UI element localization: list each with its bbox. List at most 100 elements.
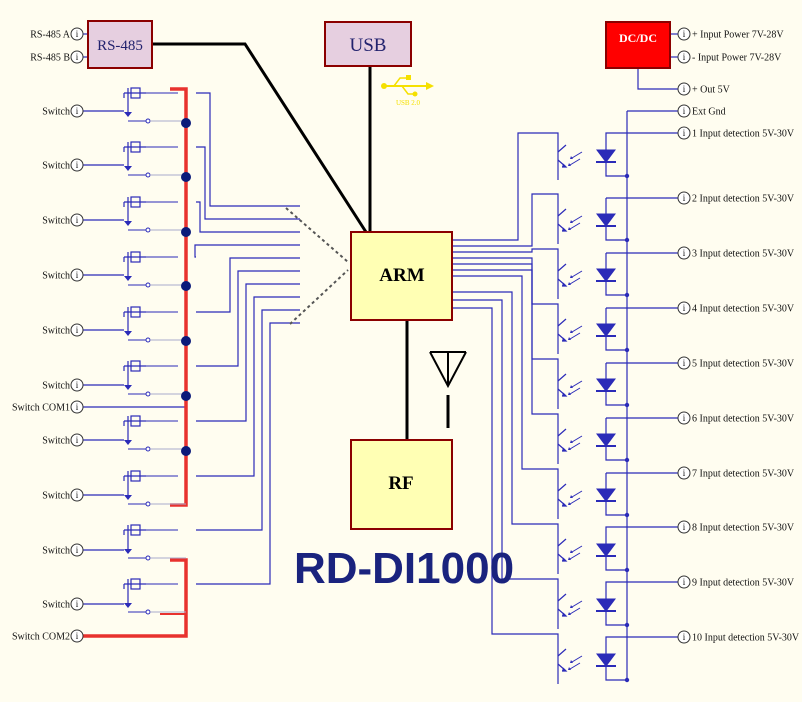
common-bus-com1 — [170, 87, 188, 507]
pin-marker: i — [70, 543, 84, 557]
antenna-icon — [429, 351, 467, 389]
light-rays — [569, 490, 583, 505]
light-ray-heads — [568, 660, 573, 670]
out-5v-label: + Out 5V — [692, 85, 731, 96]
relay-contact-arrow — [124, 385, 132, 390]
pin-marker-circle — [70, 323, 84, 337]
dcdc-box — [605, 21, 671, 69]
relay-contact-node — [145, 337, 151, 343]
diode-leads — [605, 134, 627, 177]
input-power-pos-label: + Input Power 7V-28V — [692, 30, 784, 41]
relay-switch-7 — [123, 415, 186, 452]
optocoupler-3 — [557, 253, 630, 298]
pin-marker-text: i — [683, 303, 686, 313]
switch-label-5: Switch — [42, 326, 70, 337]
light-rays — [569, 325, 583, 340]
pin-marker: i — [677, 356, 691, 370]
common-bus-com2 — [83, 558, 188, 638]
switch-signal-wire-5 — [196, 257, 300, 313]
pin-marker: i — [677, 411, 691, 425]
arm-label: ARM — [379, 265, 424, 286]
phototransistor-arrow — [562, 392, 568, 397]
relay-switch-5 — [123, 306, 186, 343]
dcdc-label: DC/DC — [619, 31, 657, 45]
optocoupler-9 — [557, 583, 630, 628]
com1-junction-7 — [181, 446, 191, 456]
rs485-b-label: RS-485 B — [30, 53, 70, 64]
switch-label-9: Switch — [42, 546, 70, 557]
pin-marker-text: i — [76, 545, 79, 555]
pin-marker: i — [677, 246, 691, 260]
switch-label-1: Switch — [42, 107, 70, 118]
pin-marker-circle — [70, 158, 84, 172]
pin-marker-text: i — [76, 215, 79, 225]
switch-label-6: Switch — [42, 381, 70, 392]
input-power-neg-label: - Input Power 7V-28V — [692, 53, 782, 64]
phototransistor-arrow — [562, 227, 568, 232]
switch-signal-wire-9 — [196, 309, 300, 531]
rs485-a-label: RS-485 A — [30, 30, 71, 41]
relay-contact-node — [145, 609, 151, 615]
light-ray-heads — [568, 156, 573, 166]
pin-marker: i — [677, 575, 691, 589]
light-rays — [569, 151, 583, 166]
switch-signal-wire-1 — [196, 92, 300, 207]
pin-marker: i — [677, 466, 691, 480]
rf-block: RF — [350, 439, 453, 530]
pin-marker-circle — [677, 630, 691, 644]
pin-marker: i — [70, 323, 84, 337]
pin-marker-circle — [70, 488, 84, 502]
rs485-block: RS-485 — [87, 20, 153, 69]
switch-com2-label: Switch COM2 — [12, 632, 70, 643]
gnd-junction — [624, 457, 630, 463]
diode-leads — [605, 363, 627, 406]
input-detection-label-5: 5 Input detection 5V-30V — [692, 359, 795, 370]
light-rays — [569, 600, 583, 615]
relay-switch-3 — [123, 196, 186, 233]
pin-marker-circle — [677, 411, 691, 425]
pin-marker-circle — [677, 466, 691, 480]
gnd-junction — [624, 173, 630, 179]
arm-box — [350, 231, 453, 321]
arm-to-opto-wire-1 — [452, 132, 559, 241]
relay-contact-node — [145, 227, 151, 233]
pin-marker-text: i — [683, 468, 686, 478]
pin-marker-circle — [677, 82, 691, 96]
light-rays — [569, 270, 583, 285]
com1-junction-1 — [181, 118, 191, 128]
pin-marker-circle — [677, 191, 691, 205]
pin-marker: i — [70, 378, 84, 392]
diode-leads — [605, 528, 627, 571]
pin-marker-text: i — [683, 128, 686, 138]
input-detection-label-3: 3 Input detection 5V-30V — [692, 249, 795, 260]
pin-marker: i — [70, 158, 84, 172]
pin-marker-circle — [677, 356, 691, 370]
relay-contact-node — [145, 501, 151, 507]
input-detection-label-1: 1 Input detection 5V-30V — [692, 129, 795, 140]
input-detection-label-9: 9 Input detection 5V-30V — [692, 578, 795, 589]
pin-marker-text: i — [683, 413, 686, 423]
phototransistor-arrow — [562, 612, 568, 617]
pin-marker-text: i — [76, 325, 79, 335]
phototransistor-arrow — [562, 557, 568, 562]
relay-contact-arrow — [124, 276, 132, 281]
light-ray-heads — [568, 220, 573, 230]
pin-marker-circle — [70, 27, 84, 41]
switch-label-4: Switch — [42, 271, 70, 282]
usb-block: USB — [324, 21, 412, 67]
pin-marker: i — [677, 191, 691, 205]
pin-marker-circle — [70, 597, 84, 611]
switch-signal-wire-2 — [196, 146, 300, 220]
gnd-junction — [624, 347, 630, 353]
com1-junction-5 — [181, 336, 191, 346]
pin-marker-circle — [677, 126, 691, 140]
switch-label-8: Switch — [42, 491, 70, 502]
diode-leads — [605, 198, 627, 241]
diode-leads — [605, 473, 627, 516]
pin-marker-circle — [677, 104, 691, 118]
optocoupler-6 — [557, 418, 630, 463]
rs485-label: RS-485 — [97, 38, 143, 54]
pin-marker-circle — [677, 301, 691, 315]
optocoupler-5 — [557, 363, 630, 408]
